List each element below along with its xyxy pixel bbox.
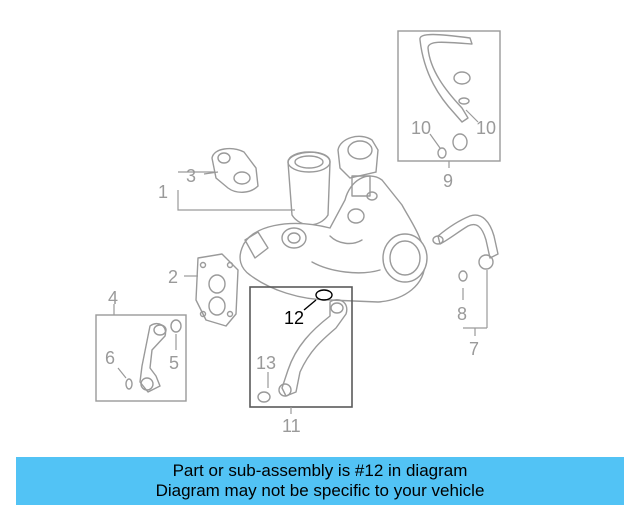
callout-11: 11 [282, 416, 301, 436]
callout-13: 13 [256, 353, 276, 373]
part-7-pipe [432, 214, 499, 336]
parts-diagram: 10 10 9 1 3 [95, 30, 501, 436]
callout-12: 12 [284, 308, 304, 328]
callout-7: 7 [469, 339, 479, 359]
callout-3: 3 [186, 166, 196, 186]
callout-4: 4 [108, 288, 118, 308]
box-4 [95, 304, 187, 402]
callout-1: 1 [158, 182, 168, 202]
callout-10-left: 10 [411, 118, 431, 138]
callout-5: 5 [169, 353, 179, 373]
turbocharger-assembly [239, 135, 428, 303]
callout-9: 9 [443, 171, 453, 191]
banner-line-2: Diagram may not be specific to your vehi… [155, 481, 485, 500]
box-11 [249, 286, 353, 414]
part-3-solenoid [211, 147, 259, 193]
part-2-gasket [195, 253, 239, 327]
info-banner: Part or sub-assembly is #12 in diagram D… [16, 457, 624, 505]
callout-2: 2 [168, 267, 178, 287]
callout-10-right: 10 [476, 118, 496, 138]
callout-8: 8 [457, 304, 467, 324]
part-12-o-ring [303, 289, 333, 311]
callout-6: 6 [105, 348, 115, 368]
banner-line-1: Part or sub-assembly is #12 in diagram [172, 461, 468, 480]
box-9 [397, 30, 501, 168]
